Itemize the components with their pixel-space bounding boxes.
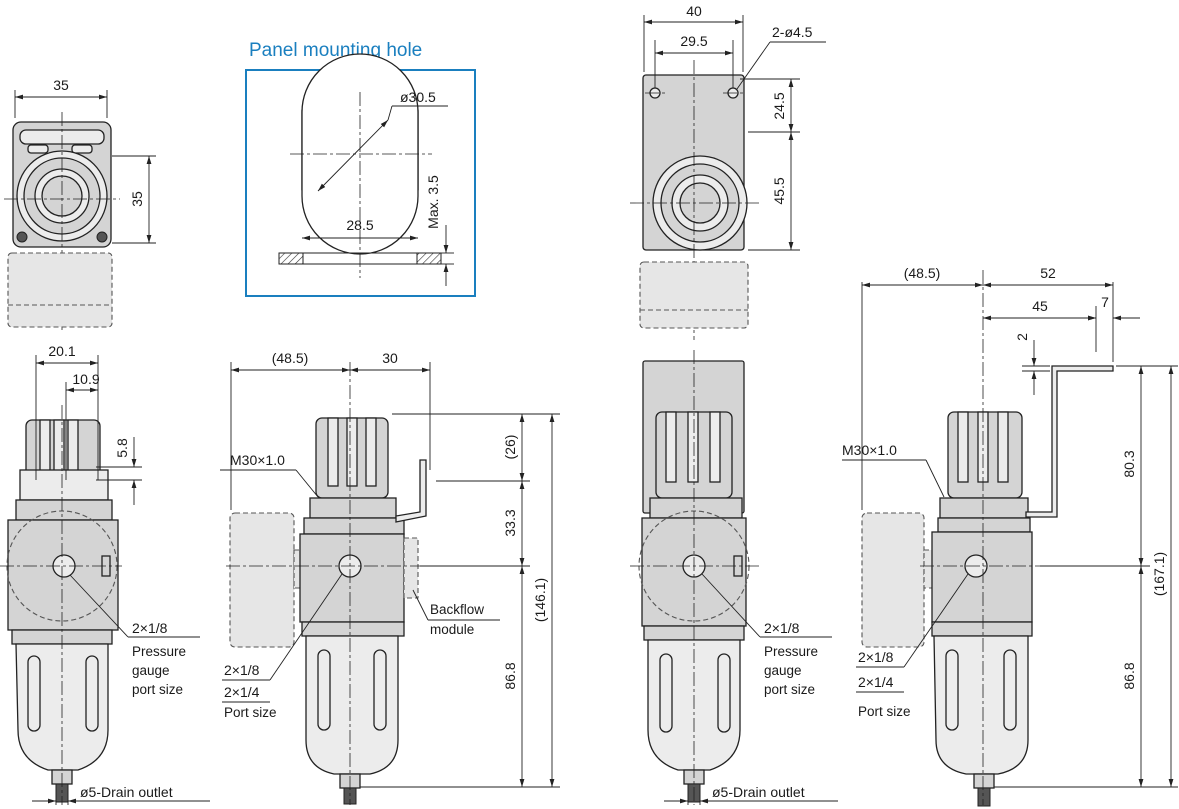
view4-h-total-label: (167.1)	[1151, 552, 1167, 596]
view2-front: (48.5) 30 M30×1.0 (26) 33.3 86.8 (146.1)…	[220, 350, 560, 805]
view2-h-top-label: (26)	[502, 435, 518, 460]
view1-gauge-text-2: gauge	[132, 663, 170, 678]
view4-side: (48.5) 52 45 7 2 80.3 86.8 (167.1) M30×1…	[842, 265, 1178, 807]
view1-w1-label: 20.1	[48, 343, 75, 359]
view4-h-bot-label: 86.8	[1121, 662, 1137, 689]
panel-title: Panel mounting hole	[249, 40, 422, 61]
view3-h1-label: 24.5	[771, 92, 787, 119]
view3-gauge-text-1: Pressure	[764, 644, 818, 659]
view4-w4-label: 7	[1101, 294, 1109, 310]
panel-dia-label: ø30.5	[400, 89, 436, 105]
view1-gauge-text-3: port size	[132, 682, 183, 697]
view4-w2-label: 52	[1040, 265, 1056, 281]
view4-port-a-label: 2×1/8	[858, 649, 894, 665]
view3-top: 40 29.5 2-ø4.5 24.5 45.5	[630, 3, 826, 340]
view1-w2-label: 10.9	[72, 371, 99, 387]
view2-thread-label: M30×1.0	[230, 452, 285, 468]
view2-w2-label: 30	[382, 350, 398, 366]
panel-flat-label: 28.5	[346, 217, 373, 233]
panel-thickness-label: Max. 3.5	[425, 175, 441, 229]
view2-w1-label: (48.5)	[272, 350, 309, 366]
view3-front: 2×1/8 Pressure gauge port size ø5-Drain …	[630, 350, 838, 805]
view3-gauge-text-3: port size	[764, 682, 815, 697]
view3-holes-label: 2-ø4.5	[772, 24, 813, 40]
view2-port-size-label: Port size	[224, 705, 277, 720]
view1-gauge-text-1: Pressure	[132, 644, 186, 659]
view3-gauge-port-label: 2×1/8	[764, 620, 800, 636]
view2-port-a-label: 2×1/8	[224, 662, 260, 678]
view4-thread-label: M30×1.0	[842, 442, 897, 458]
view3-width-label: 40	[686, 3, 702, 19]
view3-h2-label: 45.5	[771, 177, 787, 204]
view4-h-top-label: 80.3	[1121, 450, 1137, 477]
view2-h-total-label: (146.1)	[532, 578, 548, 622]
view2-h-bot-label: 86.8	[502, 662, 518, 689]
view1-top: 35 35	[4, 77, 156, 330]
view4-thickness-label: 2	[1014, 333, 1030, 341]
view3-drain-label: ø5-Drain outlet	[712, 784, 805, 800]
panel-mounting-hole: Panel mounting hole ø30.5 28.5 Max. 3.5	[245, 40, 476, 297]
view3-gauge-text-2: gauge	[764, 663, 802, 678]
view4-port-b-label: 2×1/4	[858, 674, 894, 690]
view2-backflow-text-2: module	[430, 622, 474, 637]
view4-port-size-label: Port size	[858, 704, 911, 719]
view1-drain-label: ø5-Drain outlet	[80, 784, 173, 800]
view2-backflow-text-1: Backflow	[430, 602, 484, 617]
view2-h-mid-label: 33.3	[502, 509, 518, 536]
view1-gauge-port-label: 2×1/8	[132, 620, 168, 636]
view1-top-width-label: 35	[53, 77, 69, 93]
view4-w1-label: (48.5)	[904, 265, 941, 281]
view1-h1-label: 5.8	[114, 438, 130, 458]
view2-port-b-label: 2×1/4	[224, 684, 260, 700]
view1-top-height-label: 35	[129, 191, 145, 207]
view3-hole-pitch-label: 29.5	[680, 33, 707, 49]
view1-front: 20.1 10.9 5.8 2×1/8 Pressure gauge port …	[0, 343, 210, 805]
view4-w3-label: 45	[1032, 298, 1048, 314]
